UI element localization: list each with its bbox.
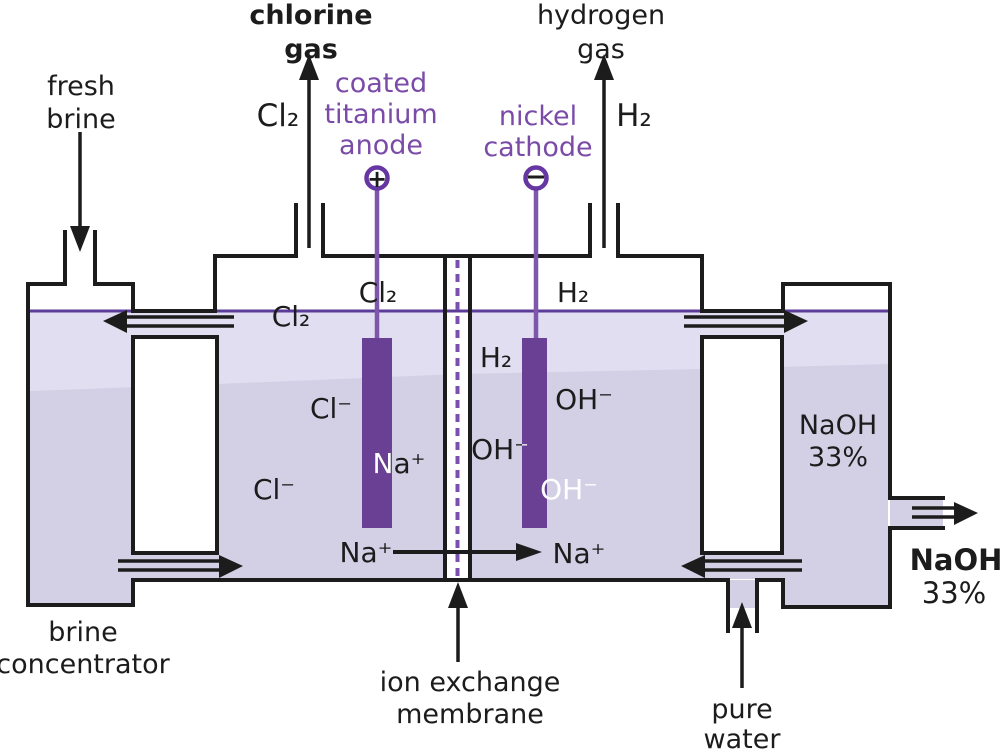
membrane-pointer-arrowhead-icon bbox=[448, 582, 468, 608]
circulation-arrow-top-right bbox=[684, 310, 808, 333]
fresh-brine-label-line2: brine bbox=[46, 104, 115, 135]
ion-exchange-membrane bbox=[443, 256, 472, 579]
cathode-label-line1: nickel bbox=[499, 101, 577, 132]
minus-sign-icon: − bbox=[525, 162, 547, 192]
h2-in-liquid-label: H₂ bbox=[480, 341, 512, 374]
naoh-output-label-line2: 33% bbox=[922, 576, 986, 610]
cathode-label-line2: cathode bbox=[483, 132, 592, 163]
hydrogen-gas-title-line1: hydrogen bbox=[537, 0, 665, 31]
electrode-assembly: + − bbox=[362, 162, 549, 528]
na-plus-membrane-left-label: Na⁺ bbox=[340, 536, 393, 569]
anode-label-line2: titanium bbox=[324, 99, 437, 130]
na-plus-on-anode-label-overlay: Na⁺ bbox=[373, 447, 426, 480]
cathode-terminal-icon bbox=[523, 165, 549, 191]
oh-minus-on-cathode-label: OH⁻ bbox=[540, 473, 598, 506]
membrane-caption-line2: membrane bbox=[396, 699, 544, 730]
hydrogen-gas-title-line2: gas bbox=[577, 34, 625, 65]
plus-sign-icon: + bbox=[367, 165, 387, 193]
anode-electrode bbox=[362, 338, 392, 528]
h2-outlet-formula: H₂ bbox=[616, 98, 652, 134]
brine-concentrator-label-line2: concentrator bbox=[0, 649, 171, 680]
na-plus-on-anode-label: Na⁺ bbox=[373, 447, 426, 480]
flow-arrows bbox=[70, 54, 978, 688]
pure-water-arrowhead-icon bbox=[732, 602, 752, 628]
membrane-caption-line1: ion exchange bbox=[380, 667, 561, 698]
na-plus-membrane-right-label: Na⁺ bbox=[553, 537, 606, 570]
cl2-headspace-label: Cl₂ bbox=[359, 276, 398, 309]
anode-terminal-icon bbox=[364, 165, 390, 191]
circulation-arrow-bottom-right bbox=[681, 555, 802, 578]
pure-water-label-line2: water bbox=[704, 724, 782, 752]
chlorine-gas-title-line1: chlorine bbox=[249, 0, 372, 31]
hydrogen-gas-arrowhead-icon bbox=[594, 54, 614, 80]
circulation-arrow-bottom-left bbox=[118, 555, 243, 578]
vessel-outline-lower bbox=[26, 230, 945, 633]
naoh-outlet-arrow bbox=[912, 502, 978, 525]
cathode-electrode bbox=[522, 338, 547, 528]
fresh-brine-label-line1: fresh bbox=[47, 71, 115, 102]
brine-concentrator-label-line1: brine bbox=[48, 617, 117, 648]
pure-water-label-line1: pure bbox=[711, 694, 772, 725]
h2-headspace-label: H₂ bbox=[557, 276, 589, 309]
sodium-ion-arrowhead-icon bbox=[516, 543, 542, 561]
left-divider-block bbox=[131, 335, 219, 555]
circulation-arrow-top-left bbox=[103, 310, 234, 333]
anode-label-line1: coated bbox=[335, 68, 427, 99]
oh-minus-left-label-overlay: OH⁻ bbox=[471, 433, 529, 466]
naoh-output-label-line1: NaOH bbox=[910, 543, 1000, 577]
cl2-outlet-formula: Cl₂ bbox=[257, 98, 300, 134]
cl2-at-surface-label: Cl₂ bbox=[272, 300, 311, 333]
cl-minus-upper-label: Cl⁻ bbox=[310, 392, 352, 425]
outlet-pipe-liquid bbox=[890, 500, 943, 526]
chlorine-gas-title-line2: gas bbox=[284, 34, 338, 65]
fresh-brine-arrowhead-icon bbox=[70, 226, 90, 252]
vessel-outline-upper bbox=[93, 203, 945, 500]
naoh-tank-label-line2: 33% bbox=[808, 442, 868, 473]
chlorine-gas-arrowhead-icon bbox=[299, 54, 319, 80]
anode-label-line3: anode bbox=[339, 130, 423, 161]
naoh-tank-label-line1: NaOH bbox=[799, 410, 877, 441]
oh-minus-left-label: OH⁻ bbox=[471, 433, 529, 466]
right-divider-block bbox=[700, 335, 784, 555]
oh-minus-right-label: OH⁻ bbox=[555, 383, 613, 416]
cl-minus-lower-label: Cl⁻ bbox=[253, 473, 295, 506]
